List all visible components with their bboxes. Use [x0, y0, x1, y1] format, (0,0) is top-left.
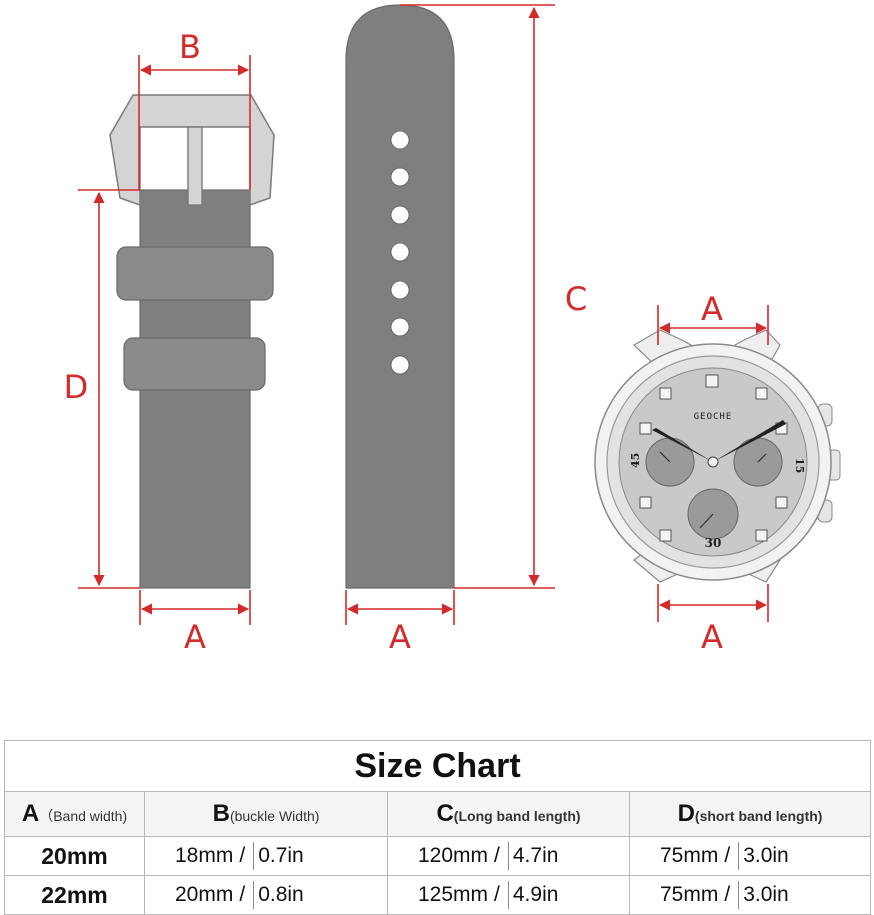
long-mm: 125mm	[418, 883, 489, 906]
dimension-b: B	[138, 28, 251, 190]
divider	[253, 842, 255, 870]
strap-keeper-upper	[116, 246, 274, 301]
dimension-a-short-label: A	[184, 618, 206, 656]
header-a-desc: （Band width)	[39, 808, 128, 824]
subdial-label-30: 30	[705, 536, 722, 550]
long-mm: 120mm	[418, 844, 489, 867]
divider	[738, 881, 740, 909]
dimension-d: D	[64, 189, 140, 589]
cell-band-width: 22mm	[4, 875, 145, 915]
strap-hole	[390, 242, 410, 262]
cell-buckle-width: 20mm/ 0.8in	[144, 875, 388, 915]
header-b-letter: B	[212, 800, 230, 827]
size-chart-table: Size Chart A（Band width) B(buckle Width)…	[3, 740, 872, 915]
watch: 45 15 30 GEOCHE	[594, 329, 841, 583]
buckle-mm: 18mm	[175, 844, 234, 867]
divider	[738, 842, 740, 870]
header-d-letter: D	[677, 800, 695, 827]
short-strap	[116, 189, 274, 589]
dimension-c: C	[400, 4, 587, 589]
short-mm: 75mm	[660, 844, 719, 867]
header-short-band-length: D(short band length)	[628, 791, 872, 837]
strap-hole	[390, 280, 410, 300]
header-c-letter: C	[436, 800, 454, 827]
header-buckle-width: B(buckle Width)	[144, 791, 388, 837]
size-chart-title: Size Chart	[3, 740, 872, 792]
subdial-label-15: 15	[793, 458, 806, 473]
cell-short-band-length: 75mm/ 3.0in	[628, 875, 872, 915]
long-in: 4.7in	[512, 844, 559, 867]
long-in: 4.9in	[512, 883, 559, 906]
table-row: 20mm 18mm/0.7in 120mm/4.7in 75mm/3.0in	[4, 836, 872, 876]
cell-short-band-length: 75mm/ 3.0in	[628, 836, 872, 876]
short-in: 3.0in	[743, 844, 789, 867]
slash: /	[239, 844, 246, 867]
dimension-a-watch-top: A	[657, 290, 769, 345]
header-d-desc: (short band length)	[694, 808, 823, 824]
strap-keeper-lower	[123, 337, 266, 391]
header-a-letter: A	[21, 800, 40, 827]
slash: /	[724, 844, 731, 867]
dimension-a-watch-bottom: A	[657, 584, 769, 656]
buckle-in: 0.8in	[258, 883, 304, 906]
buckle-mm: 20mm	[175, 883, 234, 906]
dimension-a-watch-top-label: A	[701, 290, 723, 328]
cell-long-band-length: 125mm/ 4.9in	[387, 875, 630, 915]
slash: /	[239, 883, 246, 906]
dimension-d-label: D	[64, 368, 89, 406]
subdial-label-45: 45	[629, 453, 642, 468]
short-mm: 75mm	[660, 883, 719, 906]
dimension-a-watch-bottom-label: A	[701, 618, 723, 656]
strap-hole	[390, 167, 410, 187]
strap-hole	[390, 205, 410, 225]
cell-buckle-width: 18mm/ 0.7in	[144, 836, 388, 876]
slash: /	[494, 883, 500, 906]
short-in: 3.0in	[743, 883, 789, 906]
divider	[507, 842, 509, 870]
dimension-a-long-strap: A	[345, 590, 455, 656]
buckle-in: 0.7in	[258, 844, 304, 867]
cell-band-width: 20mm	[4, 836, 145, 876]
slash: /	[724, 883, 731, 906]
header-c-desc: (Long band length)	[453, 808, 581, 824]
table-row: 22mm 20mm/0.8in 125mm/4.9in 75mm/3.0in	[4, 875, 872, 915]
cell-long-band-length: 120mm/ 4.7in	[387, 836, 630, 876]
strap-size-diagram: B D A C A	[64, 4, 841, 656]
header-band-width: A（Band width)	[4, 791, 145, 837]
dimension-a-long-label: A	[389, 618, 411, 656]
header-b-desc: (buckle Width)	[229, 808, 320, 824]
watch-brand-logo: GEOCHE	[694, 412, 733, 422]
slash: /	[494, 844, 500, 867]
divider	[507, 881, 509, 909]
dimension-b-label: B	[179, 28, 201, 66]
strap-hole	[390, 355, 410, 375]
dimension-c-label: C	[565, 280, 587, 318]
buckle	[109, 94, 275, 207]
long-strap	[345, 4, 455, 589]
header-long-band-length: C(Long band length)	[387, 791, 630, 837]
dimension-a-short-strap: A	[139, 590, 251, 656]
divider	[253, 881, 255, 909]
strap-hole	[390, 130, 410, 150]
strap-hole	[390, 317, 410, 337]
